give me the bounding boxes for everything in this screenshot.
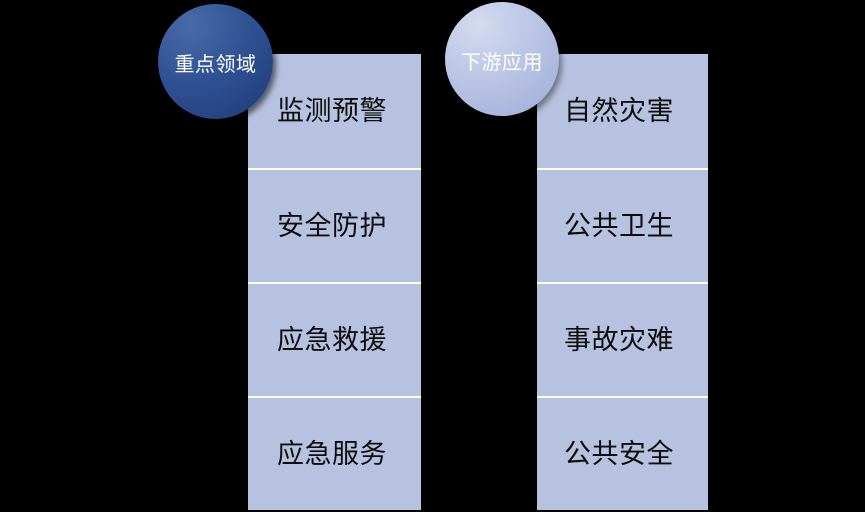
category-cell[interactable]: 应急救援 <box>248 282 421 396</box>
column-header-circle-downstream-applications[interactable]: 下游应用 <box>445 2 559 116</box>
category-cell[interactable]: 公共卫生 <box>537 168 708 282</box>
category-cell-label: 事故灾难 <box>564 324 674 355</box>
column-header-label: 下游应用 <box>461 52 543 74</box>
category-cell[interactable]: 监测预警 <box>248 54 421 168</box>
category-cell[interactable]: 自然灾害 <box>537 54 708 168</box>
category-cell-label: 应急服务 <box>277 438 387 469</box>
column-header-circle-key-areas[interactable]: 重点领域 <box>158 4 273 119</box>
category-cell[interactable]: 应急服务 <box>248 396 421 510</box>
category-cell[interactable]: 公共安全 <box>537 396 708 510</box>
category-column-key-areas: 监测预警 安全防护 应急救援 应急服务 <box>248 54 421 512</box>
category-cell-label: 监测预警 <box>277 95 387 126</box>
category-column-downstream-applications: 自然灾害 公共卫生 事故灾难 公共安全 <box>537 54 708 512</box>
category-cell-label: 自然灾害 <box>564 95 674 126</box>
category-cell-label: 公共安全 <box>564 438 674 469</box>
column-header-label: 重点领域 <box>174 53 257 76</box>
category-cell-label: 公共卫生 <box>564 210 674 241</box>
category-cell[interactable]: 事故灾难 <box>537 282 708 396</box>
category-cell[interactable]: 安全防护 <box>248 168 421 282</box>
category-cell-label: 应急救援 <box>277 324 387 355</box>
category-cell-label: 安全防护 <box>277 210 387 241</box>
